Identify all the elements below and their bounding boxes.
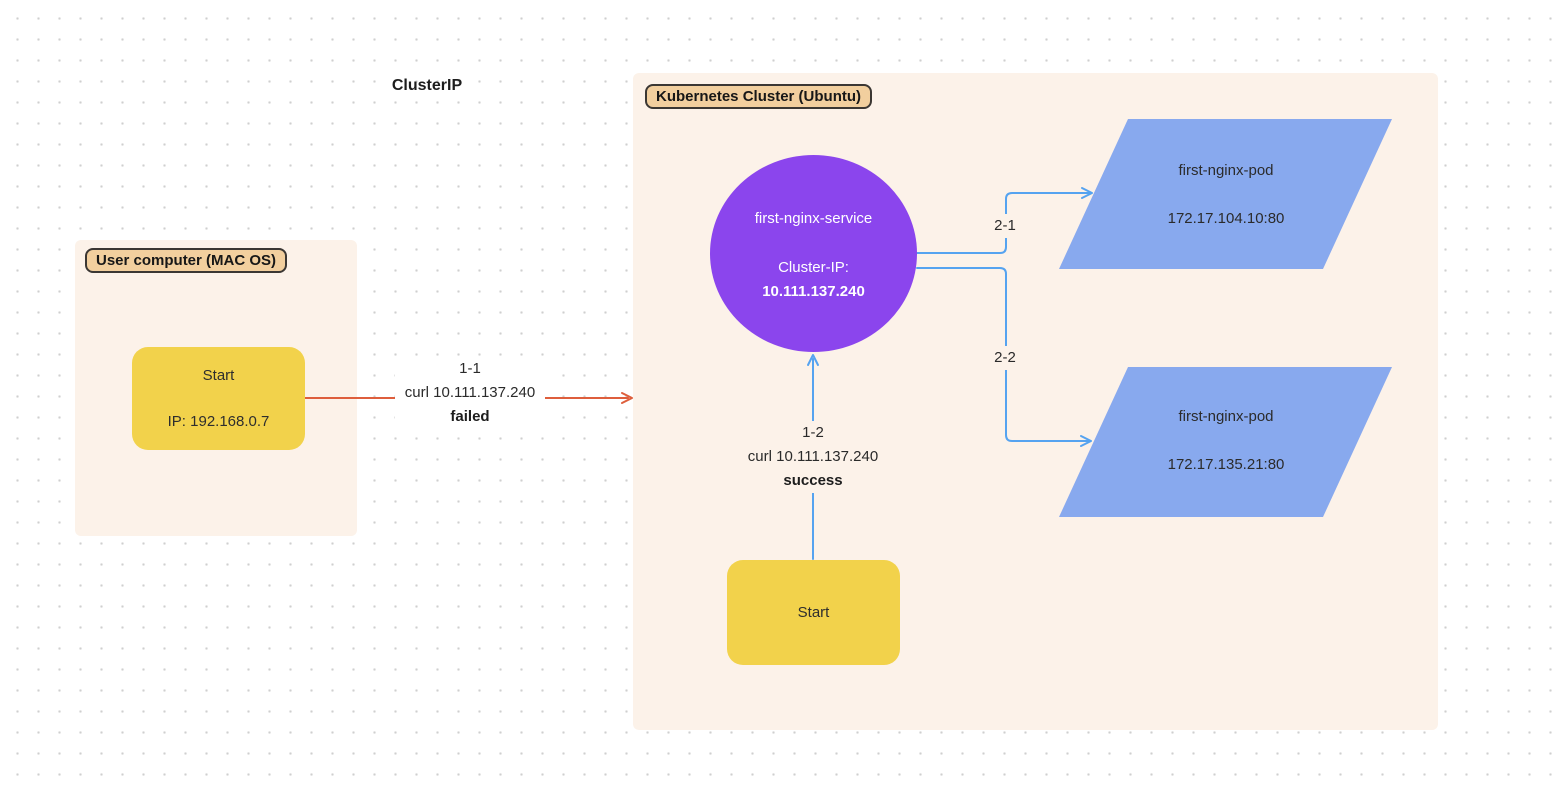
cluster-start-title: Start — [797, 604, 830, 621]
user-start-node[interactable]: Start IP: 192.168.0.7 — [132, 347, 305, 450]
edge-1-2-status: success — [783, 472, 843, 489]
edge-1-2-id: 1-2 — [802, 424, 824, 441]
edge-1-1-status: failed — [450, 408, 490, 425]
user-start-ip: IP: 192.168.0.7 — [167, 413, 270, 430]
user-start-title: Start — [202, 367, 235, 384]
pod2-address: 172.17.135.21:80 — [1167, 456, 1285, 473]
edge-label-2-1: 2-1 — [983, 214, 1027, 238]
edge-1-2-command: curl 10.111.137.240 — [747, 448, 879, 465]
edge-label-1-1: 1-1 curl 10.111.137.240 failed — [395, 357, 545, 429]
service-cluster-ip: 10.111.137.240 — [762, 283, 865, 300]
pod2-name: first-nginx-pod — [1178, 408, 1274, 425]
service-node[interactable] — [710, 155, 917, 352]
edge-1-1-command: curl 10.111.137.240 — [404, 384, 536, 401]
cluster-start-node[interactable]: Start — [727, 560, 900, 665]
edge-label-1-2: 1-2 curl 10.111.137.240 success — [738, 421, 888, 493]
user-computer-label[interactable]: User computer (MAC OS) — [85, 248, 288, 273]
edge-label-2-2: 2-2 — [983, 346, 1027, 370]
pod1-address: 172.17.104.10:80 — [1167, 210, 1285, 227]
edge-1-1-id: 1-1 — [459, 360, 481, 377]
pod1-name: first-nginx-pod — [1178, 162, 1274, 179]
kubernetes-cluster-label[interactable]: Kubernetes Cluster (Ubuntu) — [645, 84, 873, 109]
diagram-title: ClusterIP — [391, 77, 463, 94]
service-subtitle: Cluster-IP: — [778, 259, 849, 276]
service-name: first-nginx-service — [754, 210, 873, 227]
